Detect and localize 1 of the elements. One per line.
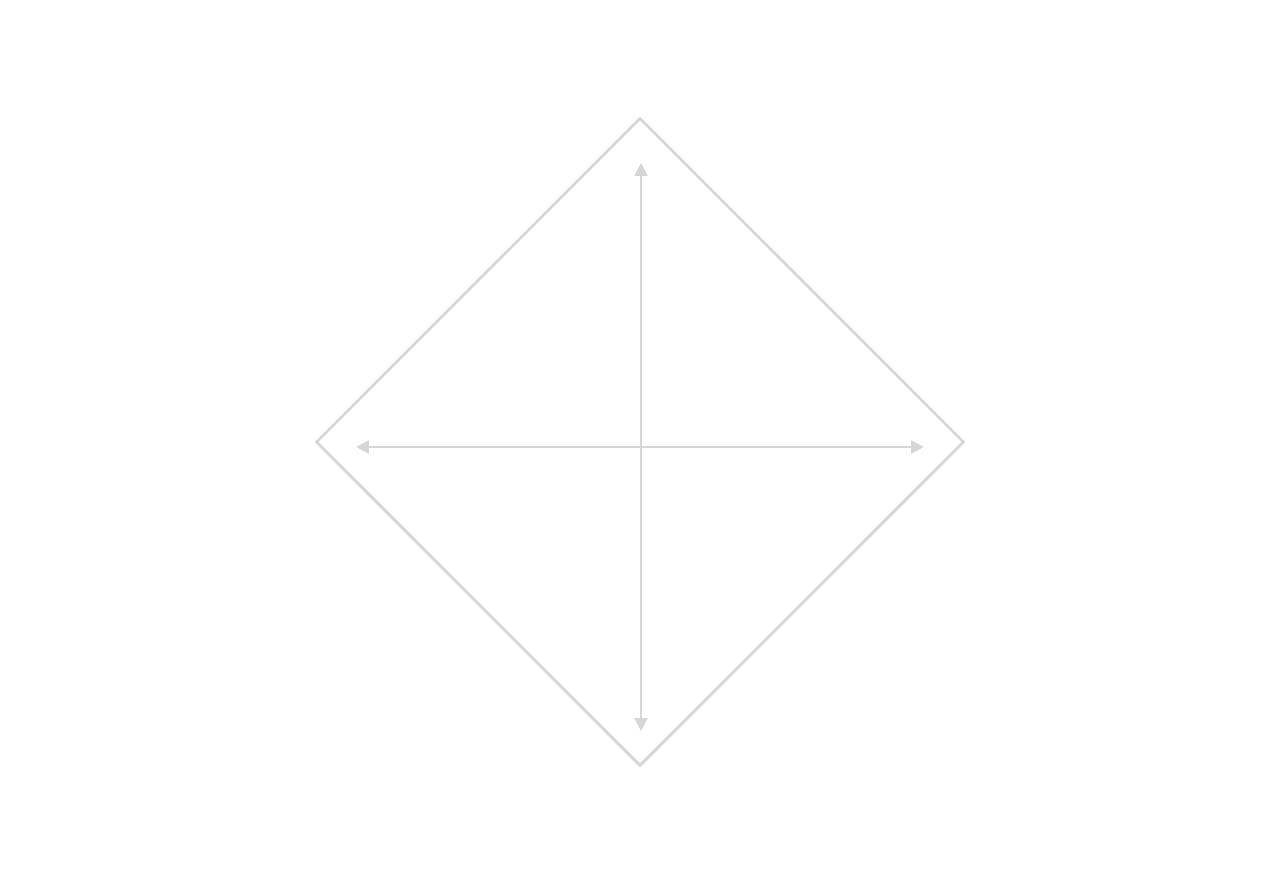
- diamond-frame: [315, 117, 965, 767]
